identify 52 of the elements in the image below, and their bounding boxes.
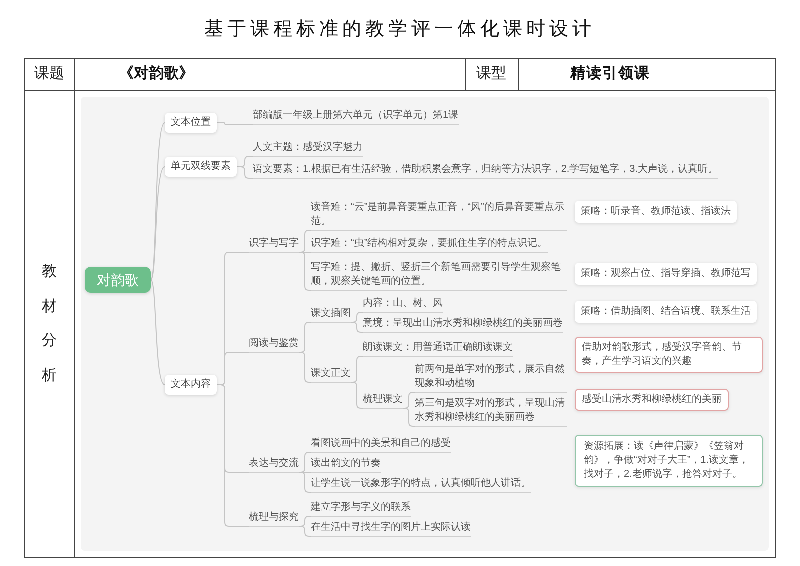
subtopic-text: 让学生说一说象形字的特点，认真倾听他人讲话。 <box>311 477 531 493</box>
subtopic-text: 内容：山、树、风 <box>363 297 443 313</box>
resource-note: 资源拓展：读《声律启蒙》《笠翁对韵》，争做“对对子大王”，1.读文章，找对子，2.老师说字，抢答对对子。 <box>575 435 763 487</box>
goal-note: 借助对韵歌形式，感受汉字音韵、节奏，产生学习语文的兴趣 <box>575 337 763 373</box>
subtopic-text: 意境：呈现出山清水秀和柳绿桃红的美丽画卷 <box>363 317 563 333</box>
topic-box: 文本内容 <box>165 375 217 395</box>
connector-line <box>298 352 312 383</box>
subtopic-text: 课文正文 <box>311 367 351 383</box>
strategy-note: 策略：借助插图、结合语境、联系生活 <box>575 301 757 323</box>
connector-line <box>350 322 364 333</box>
subtopic-text: 识字难：“虫”结构相对复杂，要抓住生字的特点识记。 <box>311 237 548 253</box>
subtopic-text: 梳理课文 <box>363 393 403 409</box>
subtopic-text: 建立字形与字义的联系 <box>311 501 411 517</box>
central-topic: 对韵歌 <box>85 267 151 293</box>
connector-line <box>150 280 166 386</box>
subtopic-text: 识字与写字 <box>249 237 299 253</box>
connector-line <box>150 122 166 280</box>
subtopic-text: 课文插图 <box>311 307 351 323</box>
connector-line <box>298 252 312 291</box>
topic-box: 文本位置 <box>165 113 217 133</box>
subtopic-text: 梳理与探究 <box>249 511 299 527</box>
connector-line <box>216 384 250 527</box>
strategy-note: 策略：观察占位、指导穿插、教师范写 <box>575 263 757 285</box>
connector-line <box>150 166 166 280</box>
strategy-note: 策略：听录音、教师范读、指读法 <box>575 201 737 223</box>
page-title: 基于课程标准的教学评一体化课时设计 <box>204 18 596 42</box>
topic-box: 单元双线要素 <box>165 157 237 177</box>
goal-note: 感受山清水秀和柳绿桃红的美丽 <box>575 389 729 411</box>
subtopic-text: 人文主题：感受汉字魅力 <box>253 141 363 157</box>
connector-line <box>402 408 416 427</box>
subtopic-text: 部编版一年级上册第六单元（识字单元）第1课 <box>253 109 459 125</box>
lesson-title: 《对韵歌》 <box>118 64 194 84</box>
subtopic-text: 读出韵文的节奏 <box>311 457 381 473</box>
connector-line <box>216 122 254 125</box>
subtopic-text: 前两句是单字对的形式，展示自然现象和动植物 <box>415 363 567 393</box>
field-label: 课型 <box>476 64 507 84</box>
connector-line <box>350 382 364 409</box>
subtopic-text: 阅读与鉴赏 <box>249 337 299 353</box>
subtopic-text: 第三句是双字对的形式，呈现山清水秀和柳绿桃红的美丽画卷 <box>415 397 567 427</box>
subtopic-text: 读音难：“云”是前鼻音要重点正音，“风”的后鼻音要重点示范。 <box>311 201 567 231</box>
subtopic-text: 表达与交流 <box>249 457 299 473</box>
connector-line <box>298 526 312 537</box>
section-label: 教材分析 <box>42 263 57 386</box>
field-label: 课题 <box>34 65 64 84</box>
subtopic-text: 语文要素：1.根据已有生活经验，借助积累会意字，归纳等方法识字，2.学写短笔字，3.大声说，认真听。 <box>253 163 718 179</box>
subtopic-text: 写字难：提、撇折、竖折三个新笔画需要引导学生观察笔顺，观察关键笔画的位置。 <box>311 261 567 291</box>
connector-line <box>236 166 254 179</box>
connector-line <box>298 472 312 493</box>
subtopic-text: 看图说画中的美景和自己的感受 <box>311 437 451 453</box>
subtopic-text: 朗读课文：用普通话正确朗读课文 <box>363 341 513 357</box>
lesson-type: 精读引领课 <box>570 64 651 84</box>
subtopic-text: 在生活中寻找生字的图片上实际认读 <box>311 521 471 537</box>
